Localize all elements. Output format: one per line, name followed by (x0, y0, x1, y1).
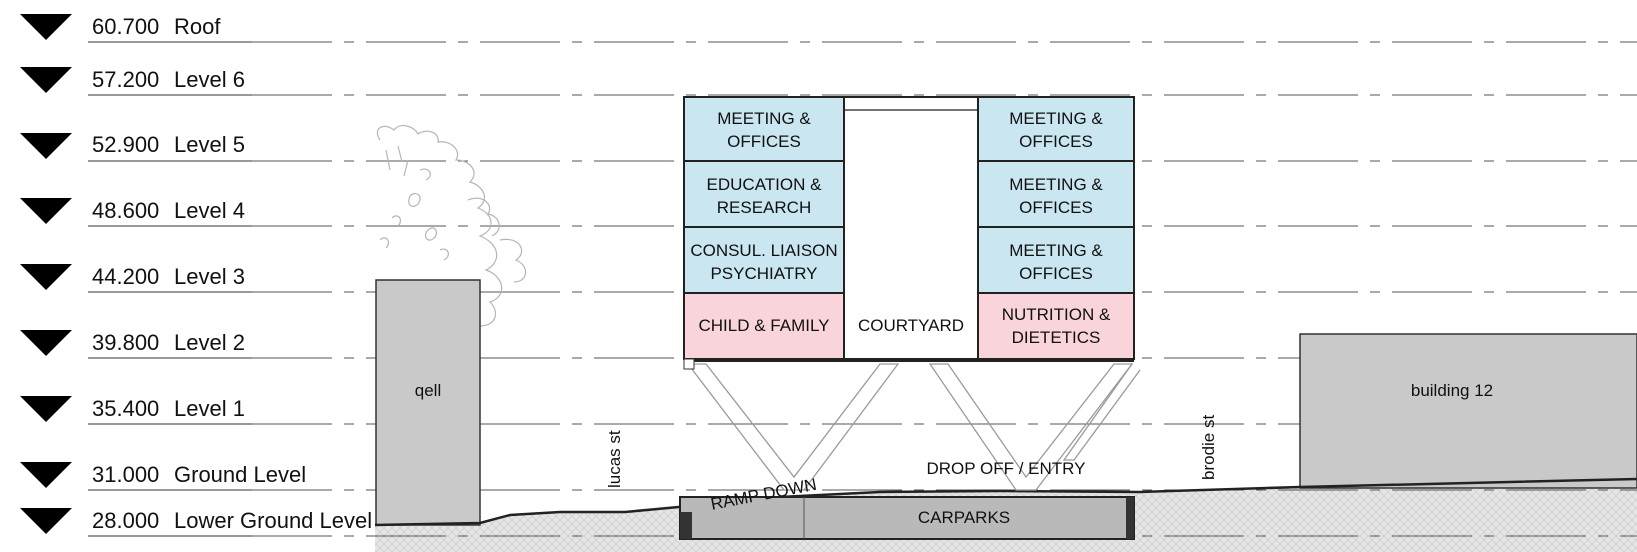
room-left-l2 (683, 292, 845, 360)
room-left-l3 (683, 226, 845, 294)
level-triangle-icon (20, 396, 72, 422)
room-right-l2 (977, 292, 1135, 360)
level-triangle-icon (20, 462, 72, 488)
room-label-line: OFFICES (1019, 264, 1093, 283)
carparks-label: CARPARKS (918, 508, 1010, 527)
room-label-line: MEETING & (1009, 109, 1103, 128)
room-labels: MEETING & OFFICES EDUCATION & RESEARCH C… (690, 109, 1111, 347)
room-left-l4 (683, 160, 845, 228)
room-label-line: DIETETICS (1012, 328, 1101, 347)
room-right-l5 (977, 96, 1135, 162)
room-label-line: OFFICES (1019, 198, 1093, 217)
lucas-st-label: lucas st (605, 430, 624, 488)
level-triangle-icon (20, 67, 72, 93)
room-label-line: EDUCATION & (707, 175, 823, 194)
room-label-line: MEETING & (1009, 175, 1103, 194)
level-marker-1: 35.400 Level 1 (20, 396, 252, 425)
level-elevation: 35.400 (92, 396, 159, 421)
room-left-l5 (683, 96, 845, 162)
level-name: Level 2 (174, 330, 245, 355)
level-name: Level 1 (174, 396, 245, 421)
level-elevation: 28.000 (92, 508, 159, 533)
level-marker-3: 44.200 Level 3 (20, 264, 252, 293)
level-elevation: 57.200 (92, 67, 159, 92)
level-marker-roof: 60.700 Roof (20, 14, 252, 43)
level-triangle-icon (20, 330, 72, 356)
level-triangle-icon (20, 133, 72, 159)
level-name: Level 6 (174, 67, 245, 92)
level-elevation: 52.900 (92, 132, 159, 157)
room-label-line: OFFICES (727, 132, 801, 151)
level-triangle-icon (20, 264, 72, 290)
level-elevation: 48.600 (92, 198, 159, 223)
level-elevation: 31.000 (92, 462, 159, 487)
drop-off-entry-label: DROP OFF / ENTRY (926, 459, 1085, 478)
level-marker-5: 52.900 Level 5 (20, 132, 252, 162)
level-name: Roof (174, 14, 221, 39)
level-name: Ground Level (174, 462, 306, 487)
level-elevation: 60.700 (92, 14, 159, 39)
room-right-l4 (977, 160, 1135, 228)
building-12-label: building 12 (1411, 381, 1493, 400)
tree-outline (376, 125, 527, 339)
level-triangle-icon (20, 508, 72, 534)
level-marker-2: 39.800 Level 2 (20, 330, 252, 359)
room-label-line: NUTRITION & (1002, 305, 1111, 324)
level-marker-ground: 31.000 Ground Level (20, 462, 306, 491)
building-12 (1299, 333, 1637, 489)
level-triangle-icon (20, 14, 72, 40)
level-name: Level 3 (174, 264, 245, 289)
level-marker-6: 57.200 Level 6 (20, 67, 252, 96)
level-elevation: 39.800 (92, 330, 159, 355)
v-columns (686, 363, 1141, 491)
level-marker-lower-ground: 28.000 Lower Ground Level (20, 508, 372, 537)
courtyard-label: COURTYARD (858, 316, 964, 335)
level-markers: 60.700 Roof 57.200 Level 6 52.900 Level … (20, 14, 372, 537)
room-right-l3 (977, 226, 1135, 294)
room-label-line: RESEARCH (717, 198, 811, 217)
qell-label: qell (415, 381, 441, 400)
upper-building (683, 96, 1135, 370)
level-name: Level 4 (174, 198, 245, 223)
level-elevation: 44.200 (92, 264, 159, 289)
level-marker-4: 48.600 Level 4 (20, 198, 252, 227)
brodie-st-label: brodie st (1199, 415, 1218, 480)
room-label-line: OFFICES (1019, 132, 1093, 151)
carpark: CARPARKS (679, 496, 1135, 540)
level-triangle-icon (20, 198, 72, 224)
room-label-line: PSYCHIATRY (710, 264, 817, 283)
qell-building (375, 279, 481, 526)
room-label-line: CHILD & FAMILY (699, 316, 830, 335)
room-label-line: CONSUL. LIAISON (690, 241, 837, 260)
level-name: Lower Ground Level (174, 508, 372, 533)
room-label-line: MEETING & (1009, 241, 1103, 260)
level-name: Level 5 (174, 132, 245, 157)
room-label-line: MEETING & (717, 109, 811, 128)
